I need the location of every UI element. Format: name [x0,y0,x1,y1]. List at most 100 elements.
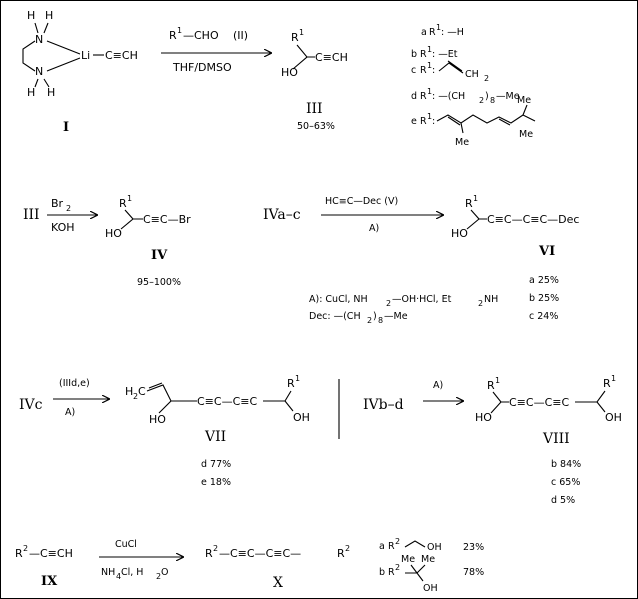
r1-d-sub2: 8 [490,96,495,105]
iii-r: R [291,31,299,44]
step2-yield: 95–100% [137,277,181,288]
aldehyde-r: R [169,29,177,42]
r1-b-sup: 1 [427,45,432,54]
vii-yield-d: d 77% [201,459,231,470]
vi-yield-b: b 25% [529,293,559,304]
compound-VII-label: VII [204,429,226,445]
viii-r-right: R [603,377,611,390]
lithium-atom: Li [81,49,90,62]
x-chain: —C≡C—C≡C— [219,547,301,560]
r1-e-me3: Me [519,129,533,140]
r2-b-bonds [405,564,426,582]
r1-b-r: R [420,49,427,60]
scheme2: III Br 2 KOH R 1 HO C≡C—Br IV 95–100% [23,194,191,288]
r2-a-group: OH [427,542,442,553]
compound-III-structure: R 1 HO C≡CH III 50–63% [281,28,348,132]
iii-r-sup: 1 [299,28,304,37]
h-bottom-left: H [27,86,35,99]
vii-c: C [138,385,146,398]
r1-c-value: : [432,65,435,76]
aldehyde-label: (II) [233,29,248,42]
scheme2-reagent-bottom: KOH [51,221,75,234]
iv-chain: C≡C—Br [143,213,191,226]
compound-IV-structure: R 1 HO C≡C—Br IV 95–100% [105,194,191,288]
r1-a-letter: a [421,27,427,38]
viii-r-left: R [487,379,495,392]
compound-I-structure: H H N N H H Li C≡CH I [22,9,138,135]
vinyl-bonds [438,60,464,74]
r1-e-sup: 1 [427,112,432,121]
vii-h: H [125,385,133,398]
x-r2-sup: 2 [345,544,350,553]
n-li-coordination [46,40,81,72]
r1-d-end: —Me [496,91,520,102]
scheme4-start: IVc [19,397,43,413]
scheme2-reagent-top-sub: 2 [66,204,71,213]
viii-yield-d: d 5% [551,495,575,506]
r2-a-bonds [404,540,426,548]
r1-option-b: b R 1 : —Et [411,45,458,60]
scheme6-reagent-sub2: 2 [156,572,161,581]
viii-r-right-sup: 1 [611,374,616,383]
footnote-a-sub2: 2 [478,299,483,308]
step1-arrow: R 1 —CHO (II) THF/DMSO [161,26,271,74]
r1-d-sup: 1 [427,87,432,96]
x-r1: R [205,547,213,560]
scheme6-reagent-top: CuCl [115,539,137,550]
viii-hydroxy: HO [475,411,492,424]
h-top-right: H [45,9,53,22]
r1-d-rest: ) [485,91,489,102]
iii-alkyne: C≡CH [315,51,348,64]
footnote-dec-sub2: 8 [378,316,383,325]
footnote-a-end: NH [484,294,498,305]
h-top-left: H [27,9,35,22]
nh-bonds [34,22,50,88]
scheme6-reagent-sub: 4 [116,572,121,581]
scheme3-reagent-top: HC≡C—Dec (V) [325,196,398,207]
vi-r: R [465,197,473,210]
footnote-dec-end: —Me [384,311,408,322]
r1-c-tail: CH [465,69,479,80]
r1-option-e: e R 1 : Me Me Me [411,95,536,148]
iii-hydroxy: HO [281,66,298,79]
r1-b-letter: b [411,49,417,60]
compound-VII-structure: H 2 C HO C≡C—C≡C R 1 OH VII d 77% e 18% [125,374,310,488]
r1-option-a: a R 1 : —H [421,23,464,38]
step1-yield: 50–63% [297,121,335,132]
conditions-footnote: A): CuCl, NH 2 —OH·HCl, Et 2 NH Dec: —(C… [309,294,498,325]
x-r1-sup: 2 [213,544,218,553]
scheme5-start: IVb–d [363,397,404,413]
r1-e-me2: Me [517,95,531,106]
r2-b-me1: Me [401,554,415,565]
iv-r: R [119,197,127,210]
aldehyde-r-sup: 1 [177,26,182,35]
ethynyl-group: C≡CH [105,49,138,62]
solvent-label: THF/DMSO [172,61,232,74]
scheme6-reagent-o: O [161,567,168,578]
r1-e-me1: Me [455,137,469,148]
r2-a-letter: a [379,541,385,552]
r1-b-value: : —Et [432,49,458,60]
r1-option-c: c R 1 : CH 2 [411,60,489,83]
iv-r-sup: 1 [127,194,132,203]
vii-oh: OH [293,411,310,424]
r1-d-value: : —(CH [432,91,465,102]
r1-d-sub: 2 [479,96,484,105]
compound-VI-label: VI [538,244,555,259]
r1-d-r: R [420,91,427,102]
r1-c-letter: c [411,65,416,76]
vii-h-sub: 2 [133,392,138,401]
r1-a-sup: 1 [436,23,441,32]
vi-chain: C≡C—C≡C—Dec [487,213,579,226]
r2-option-a: a R 2 OH 23% [379,537,484,553]
r1-a-value: : —H [441,27,464,38]
r2-definitions: a R 2 OH 23% b R 2 Me Me OH 78% [379,537,484,594]
r1-e-r: R [420,116,427,127]
iv-hydroxy: HO [105,227,122,240]
compound-VI-structure: R 1 HO C≡C—C≡C—Dec VI a 25% b 25% c 24% [451,194,579,322]
r2-a-r: R [388,541,395,552]
viii-yield-c: c 65% [551,477,580,488]
scheme4-reagent-top: (IIId,e) [59,378,90,389]
scheme5: IVb–d A) R 1 HO C≡C—C≡C R 1 OH VIII b 84… [363,374,622,506]
